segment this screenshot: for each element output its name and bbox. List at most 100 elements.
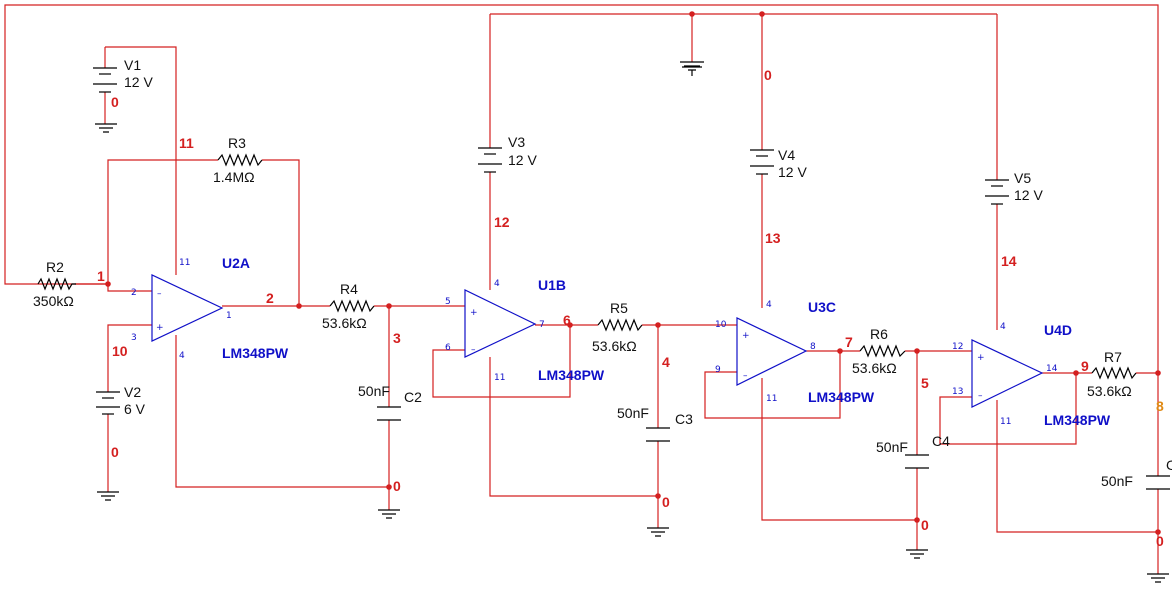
opamp-u1b-pin-inneg: 6 xyxy=(445,343,451,353)
source-v3[interactable]: V3 12 V xyxy=(478,134,537,173)
net-label: 14 xyxy=(1001,253,1017,269)
net-label-ground: 0 xyxy=(662,494,670,510)
source-v2-ref: V2 xyxy=(124,384,141,400)
opamp-u1b-pin-out: 7 xyxy=(539,320,545,330)
net-label-ground: 0 xyxy=(111,94,119,110)
net-label: 5 xyxy=(921,375,929,391)
opamp-u4d-pin-inpos: 12 xyxy=(952,342,963,352)
resistor-r3[interactable]: R3 1.4MΩ xyxy=(213,135,263,185)
resistor-r4-value: 53.6kΩ xyxy=(322,315,367,331)
resistor-r6-ref: R6 xyxy=(870,326,888,342)
resistor-r3-value: 1.4MΩ xyxy=(213,169,255,185)
net-label: 13 xyxy=(765,230,781,246)
opamp-u2a-pin-vee: 4 xyxy=(179,351,185,361)
svg-text:–: – xyxy=(471,345,476,355)
svg-text:–: – xyxy=(978,391,983,401)
net-label-ground: 0 xyxy=(921,517,929,533)
ground-icon xyxy=(97,491,119,501)
resistor-r5[interactable]: R5 53.6kΩ xyxy=(592,300,643,354)
opamp-u2a-model: LM348PW xyxy=(222,345,289,361)
opamp-u4d-pin-out: 14 xyxy=(1046,364,1058,374)
opamp-u1b-model: LM348PW xyxy=(538,367,605,383)
resistor-r6[interactable]: R6 53.6kΩ xyxy=(852,326,906,376)
opamp-u3c-pin-vcc: 4 xyxy=(766,300,772,310)
ground-icon xyxy=(378,509,400,519)
ground-icon xyxy=(906,549,928,559)
capacitor-c2-value: 50nF xyxy=(358,383,390,399)
capacitor-c3-ref: C3 xyxy=(675,411,693,427)
source-v1-ref: V1 xyxy=(124,57,141,73)
opamp-u3c-pin-vee: 11 xyxy=(766,394,777,404)
opamp-u4d-pin-vee: 11 xyxy=(1000,417,1011,427)
source-v4[interactable]: V4 12 V xyxy=(750,147,807,180)
svg-text:–: – xyxy=(743,371,748,381)
ground-icon xyxy=(1147,573,1169,583)
svg-text:+: + xyxy=(156,323,164,333)
opamp-u4d-pin-vcc: 4 xyxy=(1000,322,1006,332)
opamp-u4d-pin-inneg: 13 xyxy=(952,387,963,397)
svg-text:–: – xyxy=(157,289,162,299)
net-label: 11 xyxy=(179,135,194,151)
capacitor-c4-value: 50nF xyxy=(876,439,908,455)
net-label: 10 xyxy=(112,343,128,359)
net-label: 12 xyxy=(494,214,510,230)
net-label: 2 xyxy=(266,290,274,306)
ground-icon xyxy=(95,123,117,133)
capacitor-c4-ref: C4 xyxy=(932,433,950,449)
resistor-r6-value: 53.6kΩ xyxy=(852,360,897,376)
opamp-u2a-ref: U2A xyxy=(222,255,250,271)
opamp-u4d[interactable]: + – 12 13 14 4 11 U4D LM348PW xyxy=(952,322,1111,428)
opamp-u2a-pin-vcc: 11 xyxy=(179,258,190,268)
resistor-r4-ref: R4 xyxy=(340,281,358,297)
capacitor-c-last-value: 50nF xyxy=(1101,473,1133,489)
opamp-u3c-pin-out: 8 xyxy=(810,342,816,352)
svg-text:+: + xyxy=(742,331,750,341)
resistor-r2[interactable]: R2 350kΩ xyxy=(33,259,76,309)
ground-icon xyxy=(680,61,704,76)
source-v5-value: 12 V xyxy=(1014,187,1043,203)
net-label: 4 xyxy=(662,354,670,370)
resistor-r2-ref: R2 xyxy=(46,259,64,275)
resistor-r7[interactable]: R7 53.6kΩ xyxy=(1087,349,1137,399)
opamp-u1b-ref: U1B xyxy=(538,277,566,293)
capacitor-c4[interactable]: 50nF C4 xyxy=(876,433,950,469)
opamp-u4d-model: LM348PW xyxy=(1044,412,1111,428)
net-label: 9 xyxy=(1081,358,1089,374)
ground-icon xyxy=(647,527,669,537)
opamp-u4d-ref: U4D xyxy=(1044,322,1072,338)
opamp-u2a-pin-inneg: 2 xyxy=(131,288,137,298)
junction-dots xyxy=(105,11,1161,535)
net-labels: 1 2 3 4 5 6 7 8 9 10 11 12 13 14 0 0 0 0… xyxy=(97,67,1164,549)
opamp-u3c-model: LM348PW xyxy=(808,389,875,405)
opamp-u1b-pin-vcc: 4 xyxy=(494,279,500,289)
capacitor-c-last[interactable]: 50nF C xyxy=(1101,457,1172,490)
resistor-r3-ref: R3 xyxy=(228,135,246,151)
capacitor-c2[interactable]: 50nF C2 xyxy=(358,383,422,421)
resistor-r7-ref: R7 xyxy=(1104,349,1122,365)
resistor-r4[interactable]: R4 53.6kΩ xyxy=(322,281,375,331)
capacitor-c3[interactable]: 50nF C3 xyxy=(617,405,693,442)
opamp-u3c[interactable]: + – 10 9 8 4 11 U3C LM348PW xyxy=(715,299,875,405)
resistor-r5-ref: R5 xyxy=(610,300,628,316)
opamp-u2a[interactable]: – + 2 3 1 11 4 U2A LM348PW xyxy=(131,255,289,361)
capacitor-c3-value: 50nF xyxy=(617,405,649,421)
source-v2[interactable]: V2 6 V xyxy=(96,384,146,417)
net-label-ground: 0 xyxy=(764,67,772,83)
resistor-r2-value: 350kΩ xyxy=(33,293,74,309)
opamp-u3c-pin-inpos: 10 xyxy=(715,320,727,330)
net-label-ground: 0 xyxy=(1156,533,1164,549)
opamp-u1b[interactable]: + – 5 6 7 4 11 U1B LM348PW xyxy=(445,277,605,383)
capacitor-c-last-ref: C xyxy=(1166,457,1172,473)
net-label: 6 xyxy=(563,312,571,328)
source-v1[interactable]: V1 12 V xyxy=(93,57,153,93)
source-v3-ref: V3 xyxy=(508,134,525,150)
resistor-r5-value: 53.6kΩ xyxy=(592,338,637,354)
svg-text:+: + xyxy=(977,353,985,363)
capacitor-c2-ref: C2 xyxy=(404,389,422,405)
opamp-u2a-pin-out: 1 xyxy=(226,311,232,321)
svg-text:+: + xyxy=(470,308,478,318)
opamp-u1b-pin-inpos: 5 xyxy=(445,297,451,307)
source-v5[interactable]: V5 12 V xyxy=(985,170,1043,205)
net-label-ground: 0 xyxy=(393,478,401,494)
